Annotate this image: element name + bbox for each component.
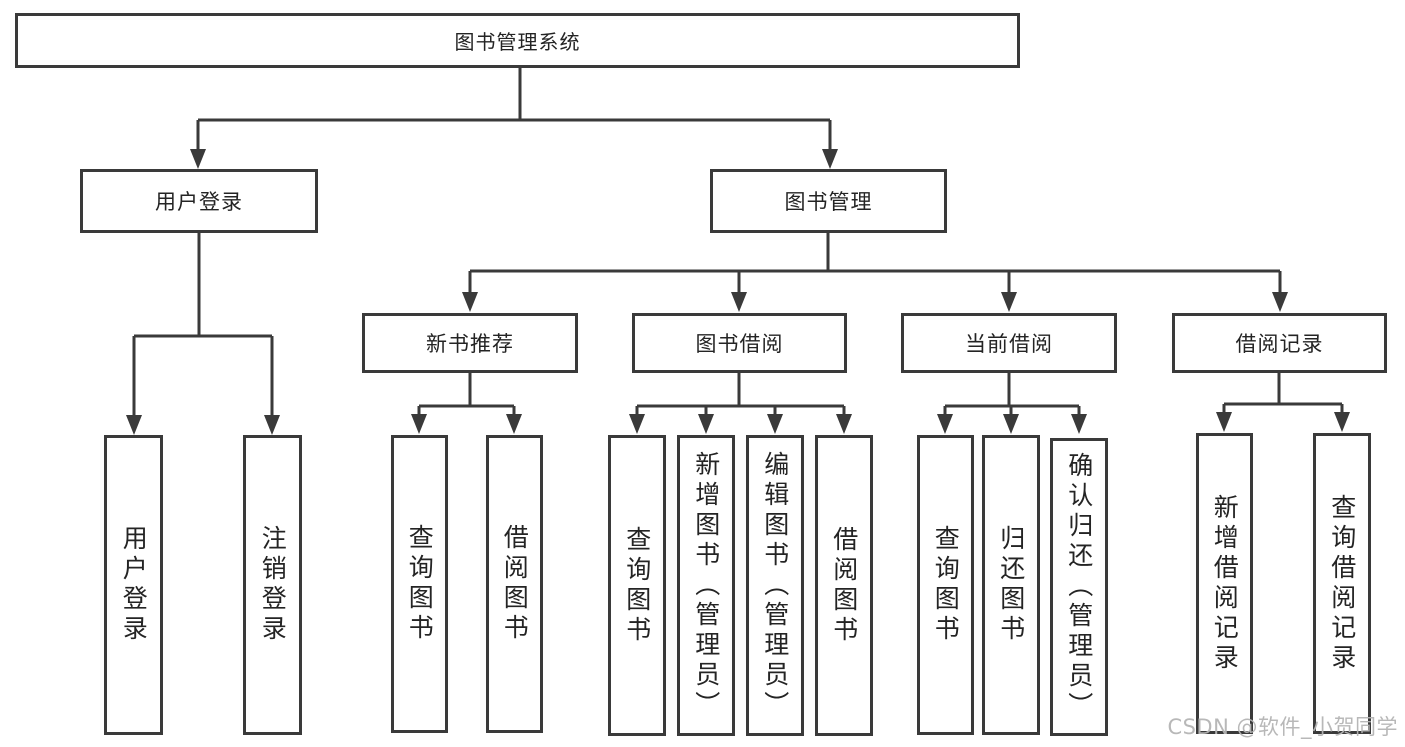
leaf-borrow-books-borrowing: 借阅图书 bbox=[815, 435, 873, 736]
leaf-edit-books-admin: 编辑图书（管理员） bbox=[746, 435, 804, 736]
node-borrowing-records: 借阅记录 bbox=[1172, 313, 1387, 373]
node-new-book-recommendation: 新书推荐 bbox=[362, 313, 578, 373]
leaf-query-books-current: 查询图书 bbox=[917, 435, 974, 735]
leaf-confirm-return-admin: 确认归还（管理员） bbox=[1050, 438, 1108, 736]
node-library-system-root: 图书管理系统 bbox=[15, 13, 1020, 68]
leaf-user-login: 用户登录 bbox=[104, 435, 163, 735]
leaf-query-books-recommend: 查询图书 bbox=[391, 435, 448, 733]
leaf-logout-login: 注销登录 bbox=[243, 435, 302, 735]
node-user-login: 用户登录 bbox=[80, 169, 318, 233]
connectors-new-book-to-leaves bbox=[411, 373, 522, 434]
leaf-query-books-borrowing: 查询图书 bbox=[608, 435, 666, 736]
leaf-query-borrow-record: 查询借阅记录 bbox=[1313, 433, 1371, 734]
leaf-add-books-admin: 新增图书（管理员） bbox=[677, 435, 735, 736]
csdn-watermark: CSDN @软件_小贺同学 bbox=[1167, 715, 1398, 739]
leaf-return-books: 归还图书 bbox=[982, 435, 1040, 735]
node-book-borrowing: 图书借阅 bbox=[632, 313, 847, 373]
connectors-root-to-level2 bbox=[190, 68, 838, 169]
connectors-book-borrow-to-leaves bbox=[629, 373, 852, 434]
connectors-current-borrow-to-leaves bbox=[937, 373, 1087, 434]
connectors-borrow-records-to-leaves bbox=[1216, 373, 1350, 432]
connectors-book-mgmt-to-level3 bbox=[462, 233, 1288, 312]
leaf-add-borrow-record: 新增借阅记录 bbox=[1196, 433, 1253, 734]
connectors-user-login-to-leaves bbox=[126, 233, 280, 435]
node-current-borrowing: 当前借阅 bbox=[901, 313, 1117, 373]
leaf-borrow-books-recommend: 借阅图书 bbox=[486, 435, 543, 733]
node-book-management: 图书管理 bbox=[710, 169, 947, 233]
